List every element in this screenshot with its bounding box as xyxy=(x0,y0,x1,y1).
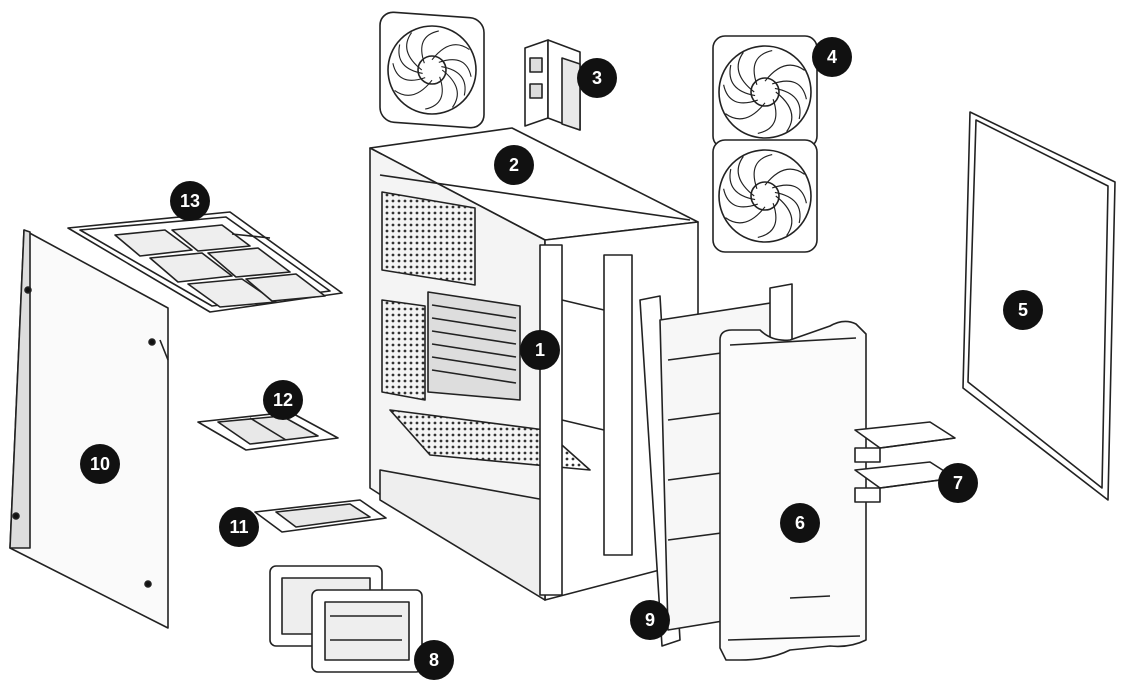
bottom-dust-filter xyxy=(254,499,387,533)
callout-12: 12 xyxy=(263,380,303,420)
callout-5: 5 xyxy=(1003,290,1043,330)
drive-trays xyxy=(269,565,423,673)
callout-13: 13 xyxy=(170,181,210,221)
top-dust-filter xyxy=(67,211,343,313)
callout-6: 6 xyxy=(780,503,820,543)
front-fans xyxy=(712,35,818,253)
callout-9: 9 xyxy=(630,600,670,640)
callout-10: 10 xyxy=(80,444,120,484)
top-fan xyxy=(379,11,485,129)
callout-7: 7 xyxy=(938,463,978,503)
left-side-panel xyxy=(9,229,169,629)
callout-4: 4 xyxy=(812,37,852,77)
front-panel xyxy=(719,320,867,661)
mounting-brackets xyxy=(524,39,581,131)
psu-shroud-filter xyxy=(197,411,339,451)
callout-1: 1 xyxy=(520,330,560,370)
callout-3: 3 xyxy=(577,58,617,98)
callout-2: 2 xyxy=(494,145,534,185)
callout-8: 8 xyxy=(414,640,454,680)
callout-11: 11 xyxy=(219,507,259,547)
